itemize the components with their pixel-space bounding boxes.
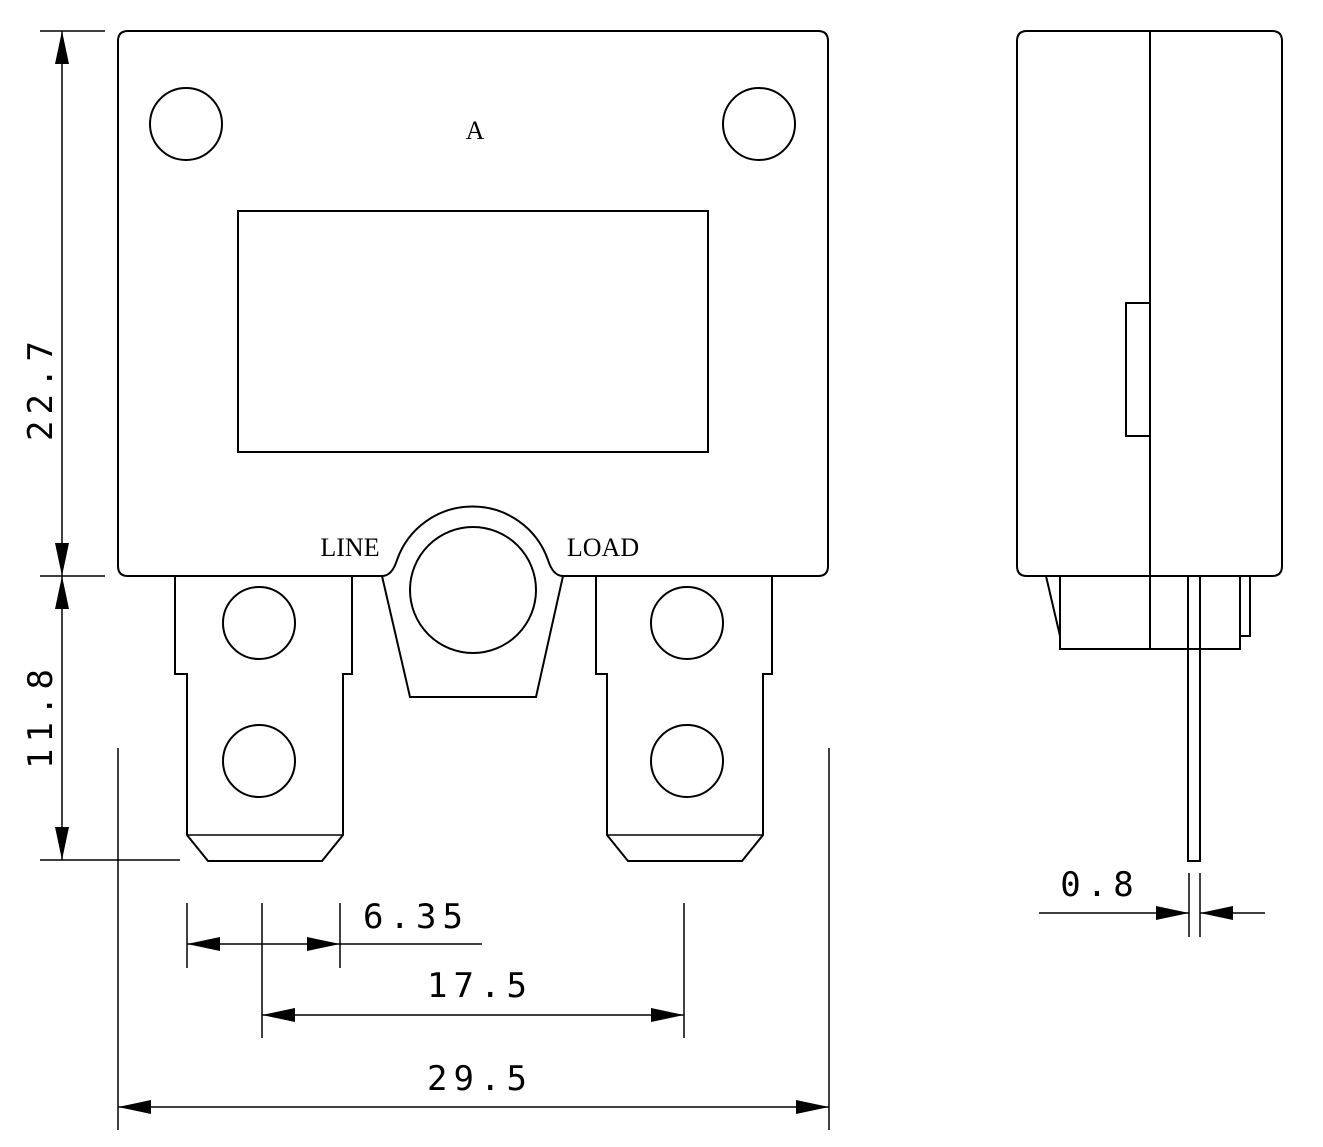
right-terminal [595, 576, 773, 862]
arrow-height-terminals-top [55, 576, 69, 609]
side-right-step [1240, 575, 1251, 637]
arrow-terminal-pitch-right [651, 1008, 684, 1022]
arrow-terminal-pitch-left [262, 1008, 295, 1022]
mounting-hole-left [149, 87, 223, 161]
arrow-overall-width-right [796, 1100, 829, 1114]
left-terminal-hole-lower [222, 724, 296, 798]
dim-blade-thickness: 0.8 [1060, 865, 1139, 905]
side-body-outline [1016, 30, 1283, 577]
dimension-lines: 22.7 11.8 6.35 17.5 29.5 0.8 [21, 30, 1265, 1130]
arrow-height-terminals-bottom [55, 827, 69, 860]
arrow-blade-left [1156, 906, 1189, 920]
mounting-hole-right [722, 87, 796, 161]
side-lower-housing [1059, 576, 1241, 650]
side-button-edge [1045, 575, 1061, 637]
reset-button-housing [381, 575, 564, 698]
right-terminal-hole-upper [650, 586, 724, 660]
right-terminal-hole-lower [650, 724, 724, 798]
dim-height-terminals: 11.8 [21, 663, 61, 769]
left-terminal [174, 576, 353, 862]
side-view [1016, 30, 1283, 862]
arrow-terminal-width-right [307, 937, 340, 951]
dim-overall-width: 29.5 [427, 1059, 533, 1099]
reset-button [409, 526, 537, 654]
dim-terminal-pitch: 17.5 [427, 966, 533, 1006]
arrow-height-body-bottom [55, 543, 69, 576]
dim-terminal-width: 6.35 [363, 897, 469, 937]
load-label: LOAD [567, 533, 639, 562]
rating-letter: A [466, 116, 485, 145]
front-body-outline [117, 30, 829, 577]
arrow-terminal-width-left [187, 937, 220, 951]
dim-height-body: 22.7 [21, 335, 61, 441]
front-view: A LINE LOAD [117, 30, 829, 862]
arrow-blade-right [1200, 906, 1233, 920]
side-terminal-blade [1187, 575, 1201, 862]
label-window [237, 210, 709, 453]
side-window-edge [1125, 302, 1151, 437]
line-label: LINE [320, 533, 379, 562]
arrow-height-body-top [55, 31, 69, 64]
left-terminal-hole-upper [222, 586, 296, 660]
arrow-overall-width-left [118, 1100, 151, 1114]
